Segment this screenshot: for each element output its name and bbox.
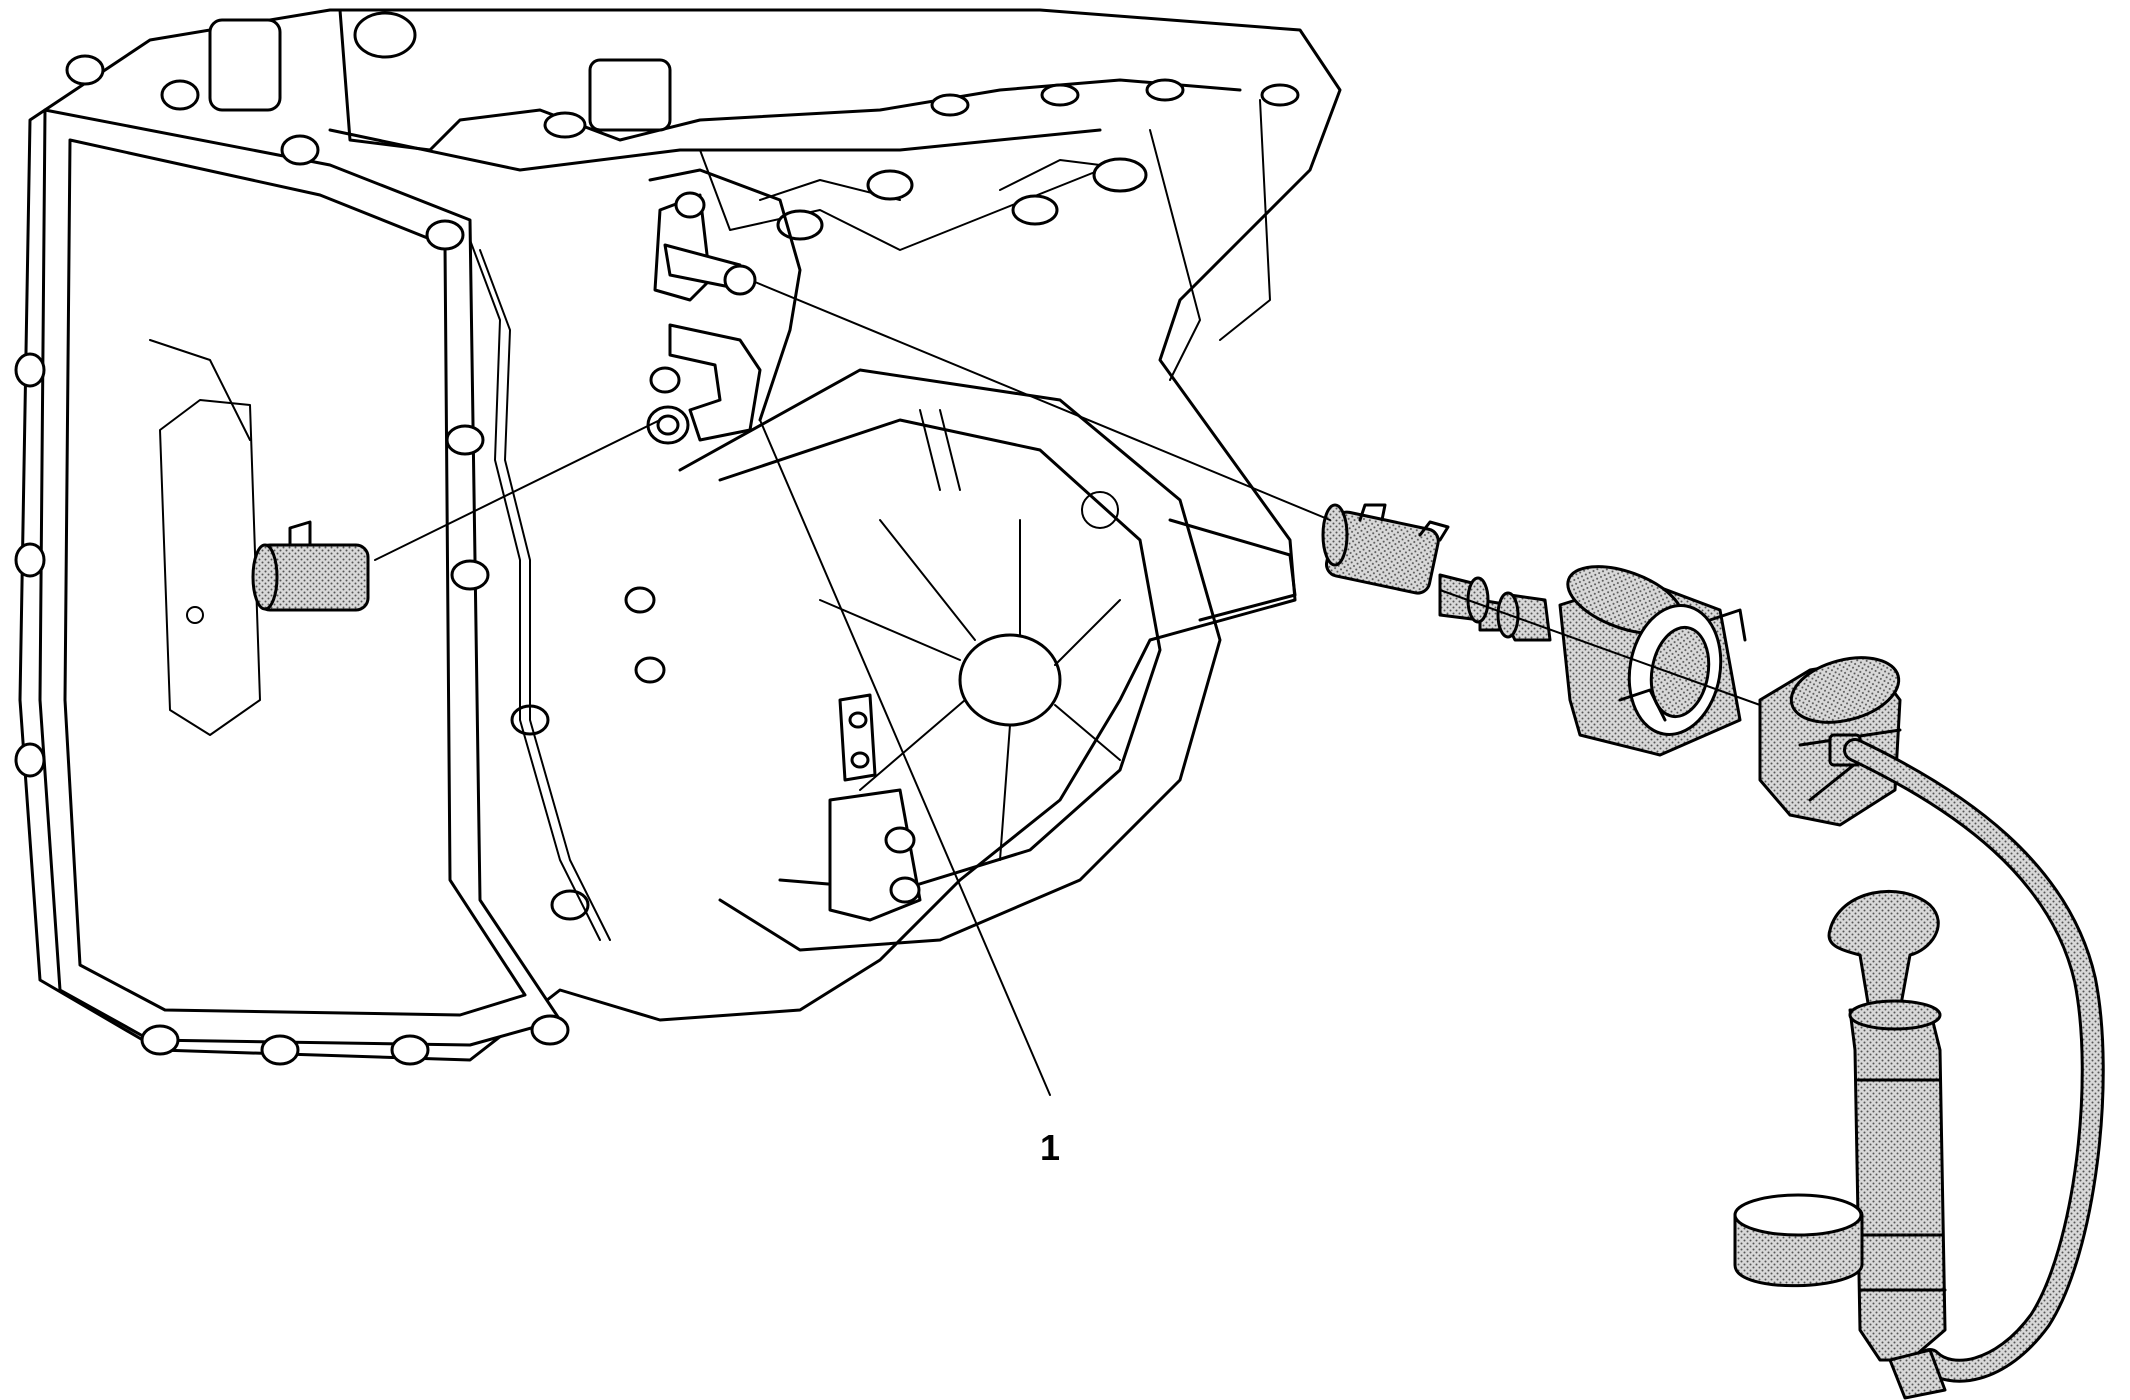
cooler-line-adapter-left bbox=[251, 520, 370, 612]
pan-bolts bbox=[14, 54, 590, 1066]
tool-centerline bbox=[1439, 589, 1761, 706]
quick-coupler bbox=[1558, 565, 1747, 757]
callout-1-label: 1 bbox=[1040, 1127, 1060, 1168]
alignment-line-left bbox=[374, 419, 661, 561]
callout-1: 1 bbox=[759, 419, 1060, 1168]
top-plug-fitting bbox=[353, 11, 417, 59]
flexplate-spokes bbox=[819, 409, 1121, 861]
flush-cap bbox=[1758, 656, 1902, 827]
cooler-line-ports bbox=[646, 191, 762, 445]
alignment-line-right bbox=[754, 281, 1331, 521]
hose-barb-fitting bbox=[1438, 573, 1552, 642]
transmission-housing bbox=[14, 8, 1342, 1066]
cooler-line-adapter-right bbox=[1321, 503, 1450, 595]
hand-pump bbox=[1733, 889, 1947, 1400]
callout-1-leader-line bbox=[759, 419, 1051, 1096]
